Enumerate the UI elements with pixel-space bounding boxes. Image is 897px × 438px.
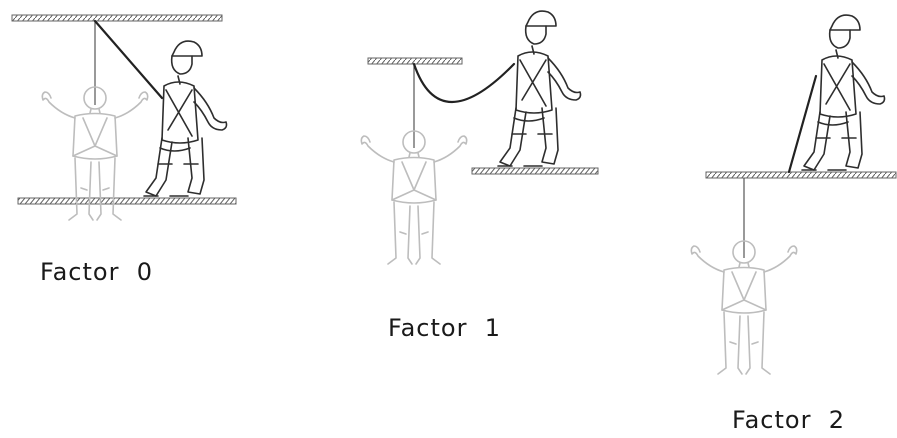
hanging-worker-figure — [691, 241, 796, 374]
panel-factor-1 — [361, 11, 598, 264]
panel-factor-0 — [12, 15, 236, 220]
standing-worker-figure — [498, 11, 581, 166]
standing-worker-figure — [802, 15, 885, 170]
anchor-beam — [368, 58, 462, 64]
factor-1-label: Factor 1 — [388, 314, 501, 342]
lanyard-line — [789, 76, 816, 172]
floor-beam — [706, 172, 896, 178]
factor-0-label: Factor 0 — [40, 258, 153, 286]
standing-worker-figure — [144, 41, 227, 196]
floor-beam — [18, 198, 236, 204]
top-beam — [12, 15, 222, 21]
panel-factor-2 — [691, 15, 896, 374]
lanyard-line — [414, 64, 514, 102]
factor-2-label: Factor 2 — [732, 406, 845, 434]
lanyard-line — [95, 21, 162, 98]
hanging-worker-figure — [361, 131, 466, 264]
floor-beam — [472, 168, 598, 174]
